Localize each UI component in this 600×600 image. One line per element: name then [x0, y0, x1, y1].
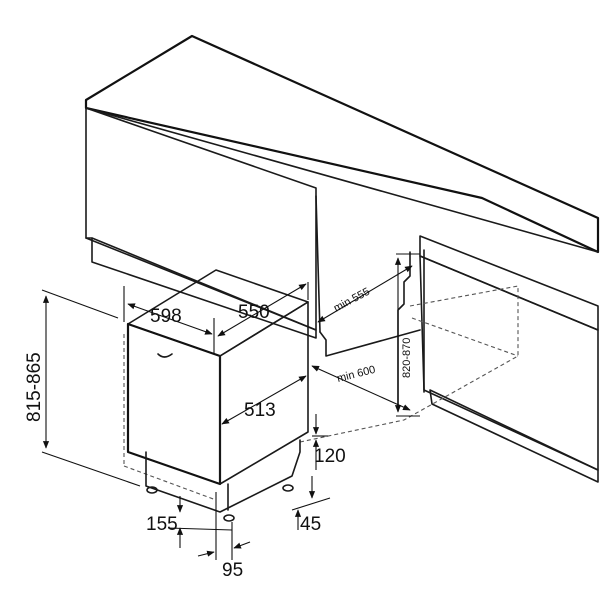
countertop [86, 36, 598, 252]
label-total-height: 815-865 [24, 352, 45, 422]
label-niche-width-min: min 600 [336, 364, 377, 385]
label-width: 598 [150, 306, 182, 327]
label-niche-depth-min: min 555 [332, 286, 372, 315]
label-foot-offset: 95 [222, 560, 243, 581]
label-plinth-min: 45 [300, 514, 321, 535]
label-foot-height: 155 [146, 514, 178, 535]
right-cabinet [420, 236, 598, 482]
left-cabinet [86, 108, 316, 338]
label-niche-height: 820-870 [401, 338, 413, 378]
label-side-depth: 513 [244, 400, 276, 421]
label-plinth-height: 120 [314, 446, 346, 467]
niche-outline [124, 286, 518, 500]
label-depth: 550 [238, 302, 270, 323]
